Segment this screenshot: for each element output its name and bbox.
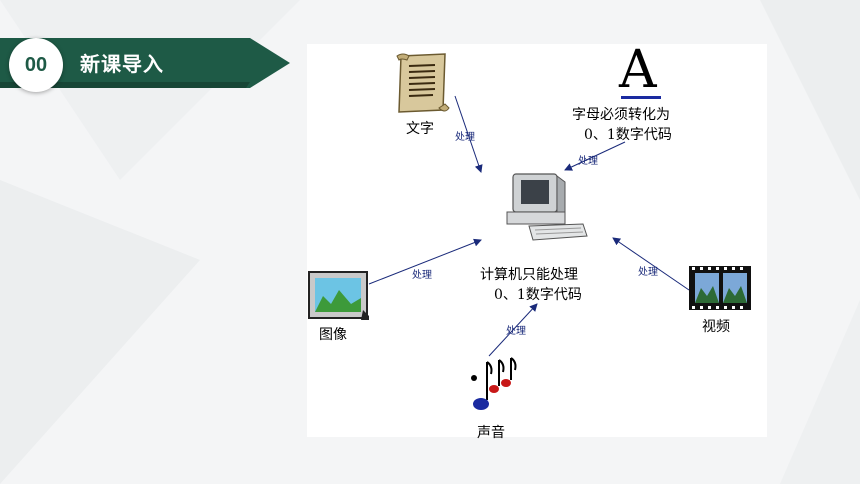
edge-arrows <box>368 95 690 357</box>
picture-frame-icon <box>308 271 369 320</box>
node-text-label: 文字 <box>406 121 434 137</box>
edge-label-video: 处理 <box>638 267 658 278</box>
film-strip-icon <box>689 266 751 310</box>
arrow-video-to-computer <box>612 237 690 291</box>
edge-label-letter: 处理 <box>578 156 598 167</box>
title-banner <box>0 38 290 88</box>
center-label-line1: 计算机只能处理 <box>480 267 578 283</box>
arrow-sound-to-center <box>488 303 538 357</box>
music-notes-icon <box>471 357 517 410</box>
diagram-panel: 文字 A 字母必须转化为 0、1数字代码 计算机只能处理 0、1数字代码 图像 <box>307 40 767 441</box>
node-video-label: 视频 <box>702 319 730 335</box>
computer-icon <box>506 173 588 241</box>
section-number-badge: 00 <box>9 38 63 92</box>
scroll-document-icon <box>396 53 450 113</box>
edge-label-sound: 处理 <box>506 326 526 337</box>
slide-title: 新课导入 <box>80 52 164 76</box>
node-letter-label-line2: 0、1数字代码 <box>584 127 672 143</box>
node-image-label: 图像 <box>319 327 347 343</box>
edge-label-image: 处理 <box>412 270 432 281</box>
arrow-letter-to-computer <box>564 141 626 171</box>
arrow-image-to-computer <box>368 238 482 285</box>
letter-a-underline <box>621 96 661 99</box>
node-letter-label-line1: 字母必须转化为 <box>572 107 670 123</box>
center-label-line2: 0、1数字代码 <box>494 287 582 303</box>
arrow-text-to-computer <box>454 95 483 173</box>
letter-a-icon: A <box>619 40 657 100</box>
edge-label-text: 处理 <box>455 132 475 143</box>
node-sound-label: 声音 <box>477 425 505 441</box>
